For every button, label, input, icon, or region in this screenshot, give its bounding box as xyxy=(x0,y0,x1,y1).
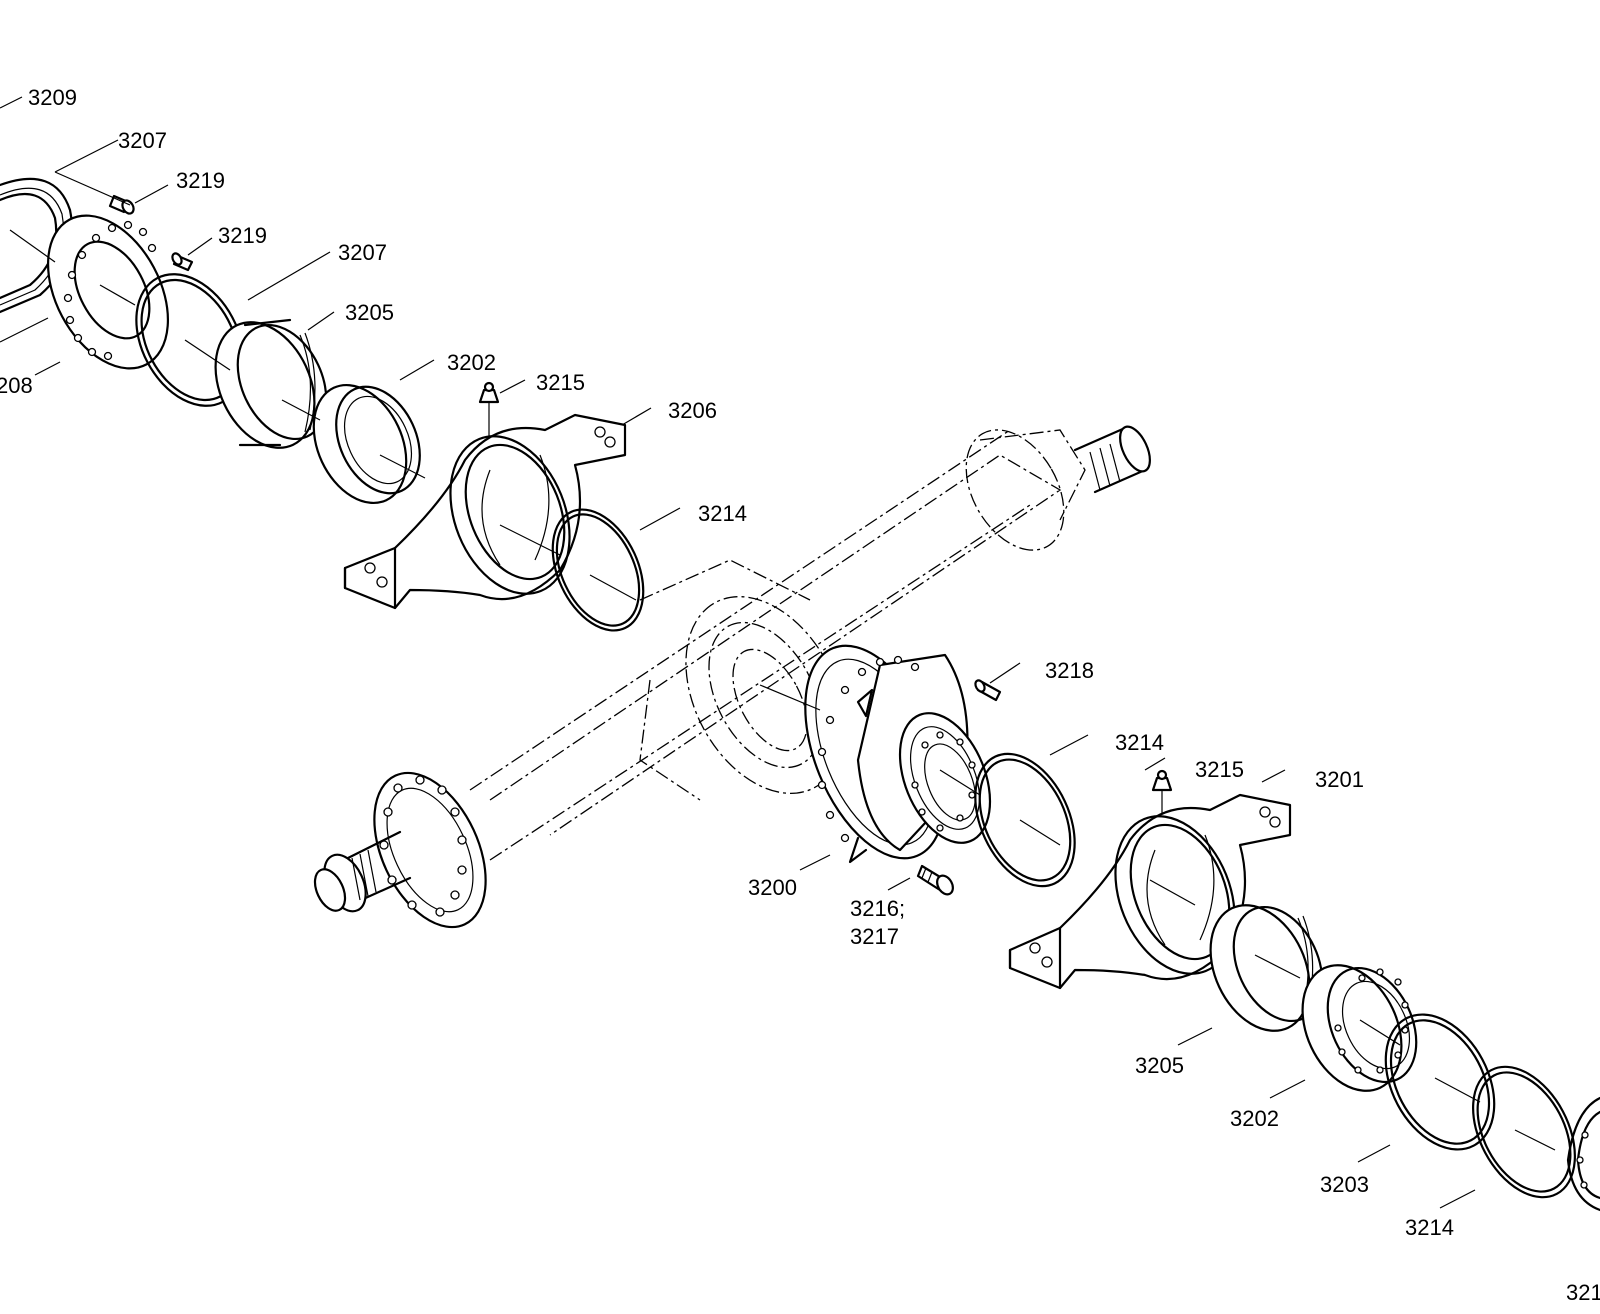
bearing-cone-3202-right xyxy=(1301,964,1418,1092)
callout-3214-mid: 3214 xyxy=(1115,730,1164,755)
right-splined-stub xyxy=(1073,425,1151,494)
o-ring-3214-right xyxy=(1472,1065,1576,1199)
callout-3202-right: 3202 xyxy=(1230,1106,1279,1131)
callout-3215-left: 3215 xyxy=(536,370,585,395)
callout-3208: 208 xyxy=(0,373,33,398)
callout-3207-lower: 3207 xyxy=(338,240,387,265)
callout-3215-right: 3215 xyxy=(1195,757,1244,782)
callout-3217: 3217 xyxy=(850,924,899,949)
flange-plate-3208 xyxy=(46,214,170,370)
thin-ring-3203 xyxy=(1384,1013,1496,1151)
callout-3207-upper: 3207 xyxy=(118,128,167,153)
callout-3205-right: 3205 xyxy=(1135,1053,1184,1078)
callout-3219-lower: 3219 xyxy=(218,223,267,248)
callouts: 3209 3207 3219 3219 3207 3205 208 3202 3… xyxy=(0,85,1600,1305)
o-ring-3214-mid xyxy=(974,752,1076,888)
callout-3205-left: 3205 xyxy=(345,300,394,325)
left-flange-stub xyxy=(313,771,487,929)
grease-nipple-3215-right xyxy=(1151,769,1173,832)
hub-bolt-holes xyxy=(817,655,976,843)
bearing-cup-3205-left xyxy=(214,318,328,449)
callout-3201: 3201 xyxy=(1315,767,1364,792)
pillow-block-3206 xyxy=(343,413,627,610)
callout-3216: 3216; xyxy=(850,896,905,921)
callout-321-partial: 321 xyxy=(1566,1280,1600,1305)
bolt-3216 xyxy=(916,864,954,896)
o-ring-3214-left xyxy=(551,508,645,632)
callout-3209: 3209 xyxy=(28,85,77,110)
grease-nipple-3215-left xyxy=(478,381,500,446)
callout-3219-upper: 3219 xyxy=(176,168,225,193)
bolt-3218 xyxy=(974,679,1002,702)
callout-3214-left: 3214 xyxy=(698,501,747,526)
plate-holes xyxy=(63,220,157,361)
flange-plate-partial-right xyxy=(1566,1096,1600,1212)
leader-lines xyxy=(0,96,1556,1209)
callout-3203: 3203 xyxy=(1320,1172,1369,1197)
screw-3219-upper xyxy=(108,194,135,215)
center-flange-hub xyxy=(804,644,992,864)
callout-3206: 3206 xyxy=(668,398,717,423)
bearing-cone-3202-left xyxy=(312,383,421,505)
callout-3200: 3200 xyxy=(748,875,797,900)
callout-3202-left: 3202 xyxy=(447,350,496,375)
callout-3218: 3218 xyxy=(1045,658,1094,683)
callout-3214-right: 3214 xyxy=(1405,1215,1454,1240)
screw-3219-lower xyxy=(171,252,194,272)
